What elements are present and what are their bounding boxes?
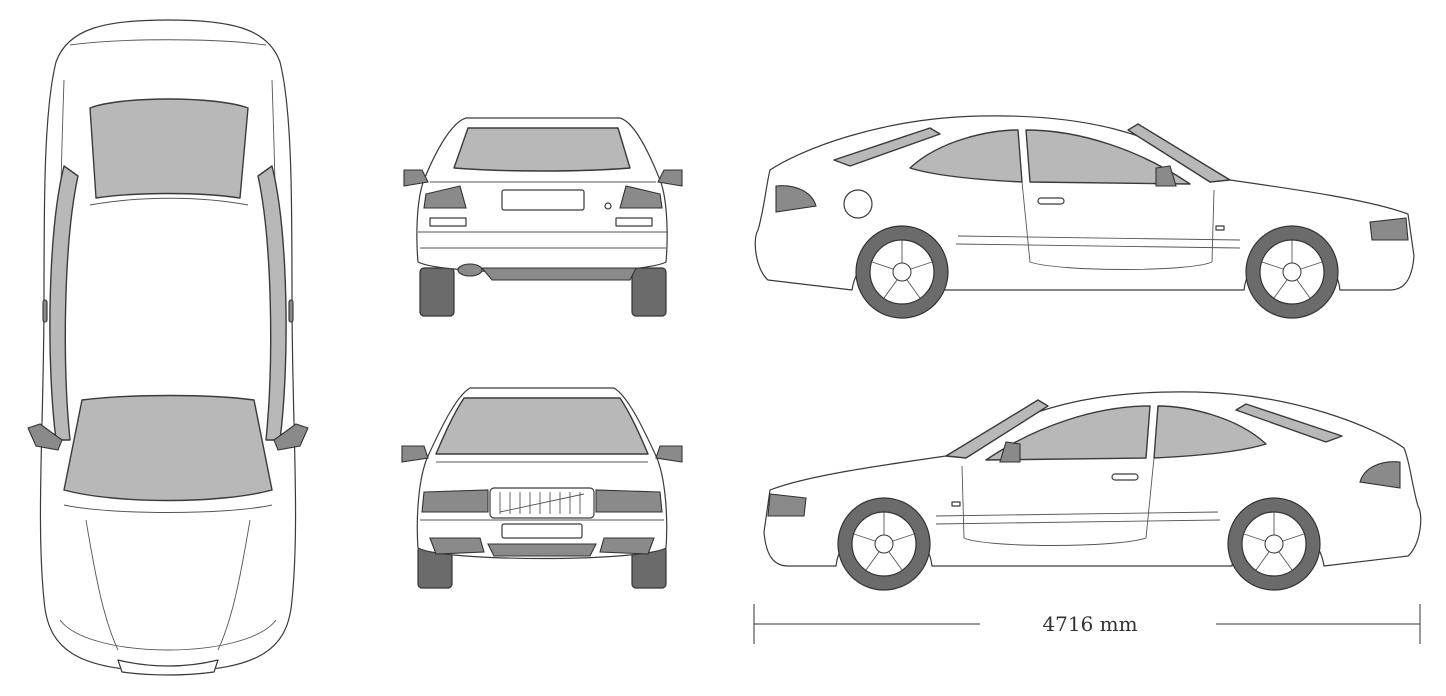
rear-view: [403, 117, 683, 317]
door-handle-2: [1111, 473, 1139, 481]
rear-window: [453, 127, 631, 172]
rear-wheel-side-2: [1227, 497, 1321, 591]
exhaust: [457, 263, 483, 277]
side-window-left: [49, 165, 79, 441]
rear-tyre-right: [631, 267, 667, 317]
rear-window-top: [89, 98, 249, 199]
side-view-left: [754, 115, 1415, 319]
mirror-front-left: [401, 445, 429, 463]
side-window-rear-2: [1153, 405, 1267, 459]
side-view-right: [763, 391, 1422, 591]
mirror-rear-left: [403, 169, 429, 187]
front-windscreen: [435, 397, 649, 455]
side-mirror: [1155, 165, 1177, 187]
rear-tyre-left: [419, 267, 455, 317]
side-window-rear: [909, 129, 1023, 183]
tail-light-right: [619, 185, 663, 209]
front-wheel-side: [1245, 225, 1339, 319]
tail-light-left: [423, 185, 467, 209]
rear-wheel-side: [855, 225, 949, 319]
side-window-right: [257, 165, 287, 441]
headlight-right: [595, 489, 663, 513]
license-plate-rear: [501, 189, 585, 211]
front-view: [401, 387, 683, 589]
side-mirror-2: [999, 441, 1021, 463]
tail-light-side-2: [1359, 461, 1401, 489]
license-plate-front: [501, 523, 583, 539]
top-view: [27, 19, 309, 676]
mirror-right: [273, 423, 309, 451]
mirror-left: [27, 423, 63, 451]
tail-light-side: [775, 185, 817, 213]
length-dimension-label: 4716 mm: [1042, 612, 1137, 636]
windscreen-top: [63, 394, 273, 502]
front-wheel-side-2: [837, 497, 931, 591]
mirror-front-right: [655, 445, 683, 463]
headlight-left: [421, 489, 489, 513]
dimension-line: 4716 mm: [753, 604, 1421, 644]
side-window-front-2: [985, 405, 1151, 461]
door-handle: [1037, 197, 1065, 205]
side-window-front: [1025, 129, 1191, 185]
mirror-rear-right: [657, 169, 683, 187]
